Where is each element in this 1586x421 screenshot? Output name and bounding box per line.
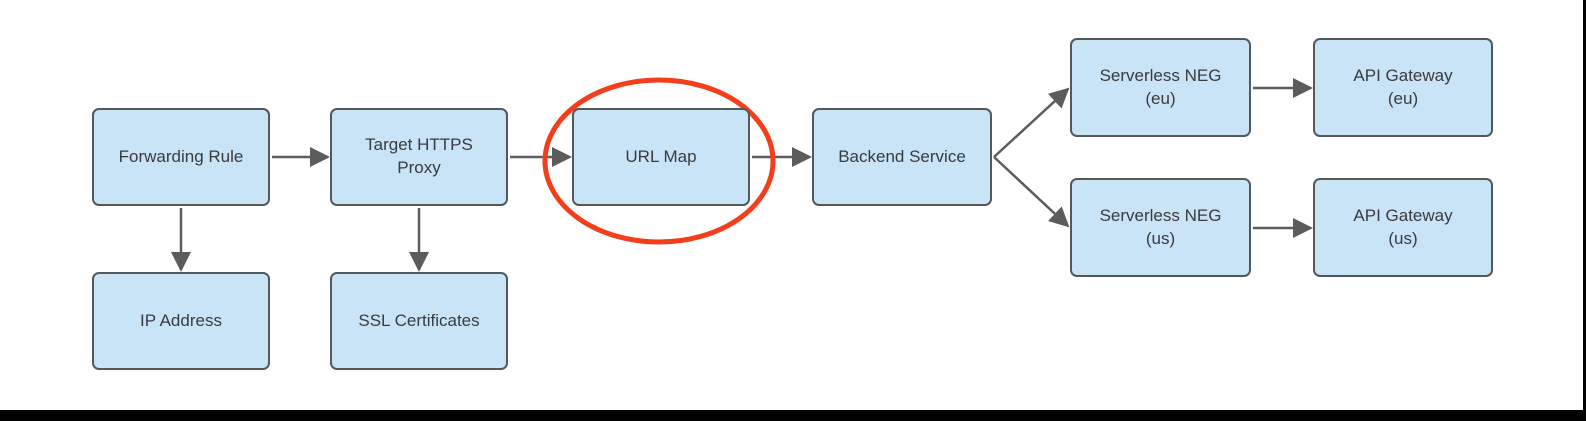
arrow-backend-service-to-serverless-neg-eu: [993, 87, 1070, 158]
node-label: SSL Certificates: [358, 310, 480, 330]
node-label: IP Address: [140, 310, 222, 330]
node-serverless-neg-us: Serverless NEG (us): [1070, 178, 1251, 277]
window-bottom-edge: [0, 410, 1586, 421]
node-api-gateway-eu: API Gateway (eu): [1313, 38, 1493, 137]
arrow-backend-service-to-serverless-neg-us: [993, 156, 1070, 228]
node-target-https-proxy: Target HTTPS Proxy: [330, 108, 508, 206]
url-map-highlight-ellipse: [542, 77, 776, 245]
node-api-gateway-us: API Gateway (us): [1313, 178, 1493, 277]
node-label: Target HTTPS Proxy: [365, 135, 473, 177]
node-forwarding-rule: Forwarding Rule: [92, 108, 270, 206]
node-ip-address: IP Address: [92, 272, 270, 370]
node-ssl-certificates: SSL Certificates: [330, 272, 508, 370]
node-label: Serverless NEG (eu): [1099, 65, 1222, 108]
node-label: Backend Service: [838, 146, 966, 166]
node-label: API Gateway (us): [1353, 205, 1453, 248]
node-label: API Gateway (eu): [1353, 65, 1453, 108]
node-label: Forwarding Rule: [118, 146, 244, 166]
node-backend-service: Backend Service: [812, 108, 992, 206]
node-serverless-neg-eu: Serverless NEG (eu): [1070, 38, 1251, 137]
node-label: URL Map: [625, 146, 697, 166]
node-url-map: URL Map: [572, 108, 750, 206]
node-label: Serverless NEG (us): [1099, 205, 1222, 248]
window-right-edge: [1583, 0, 1586, 421]
